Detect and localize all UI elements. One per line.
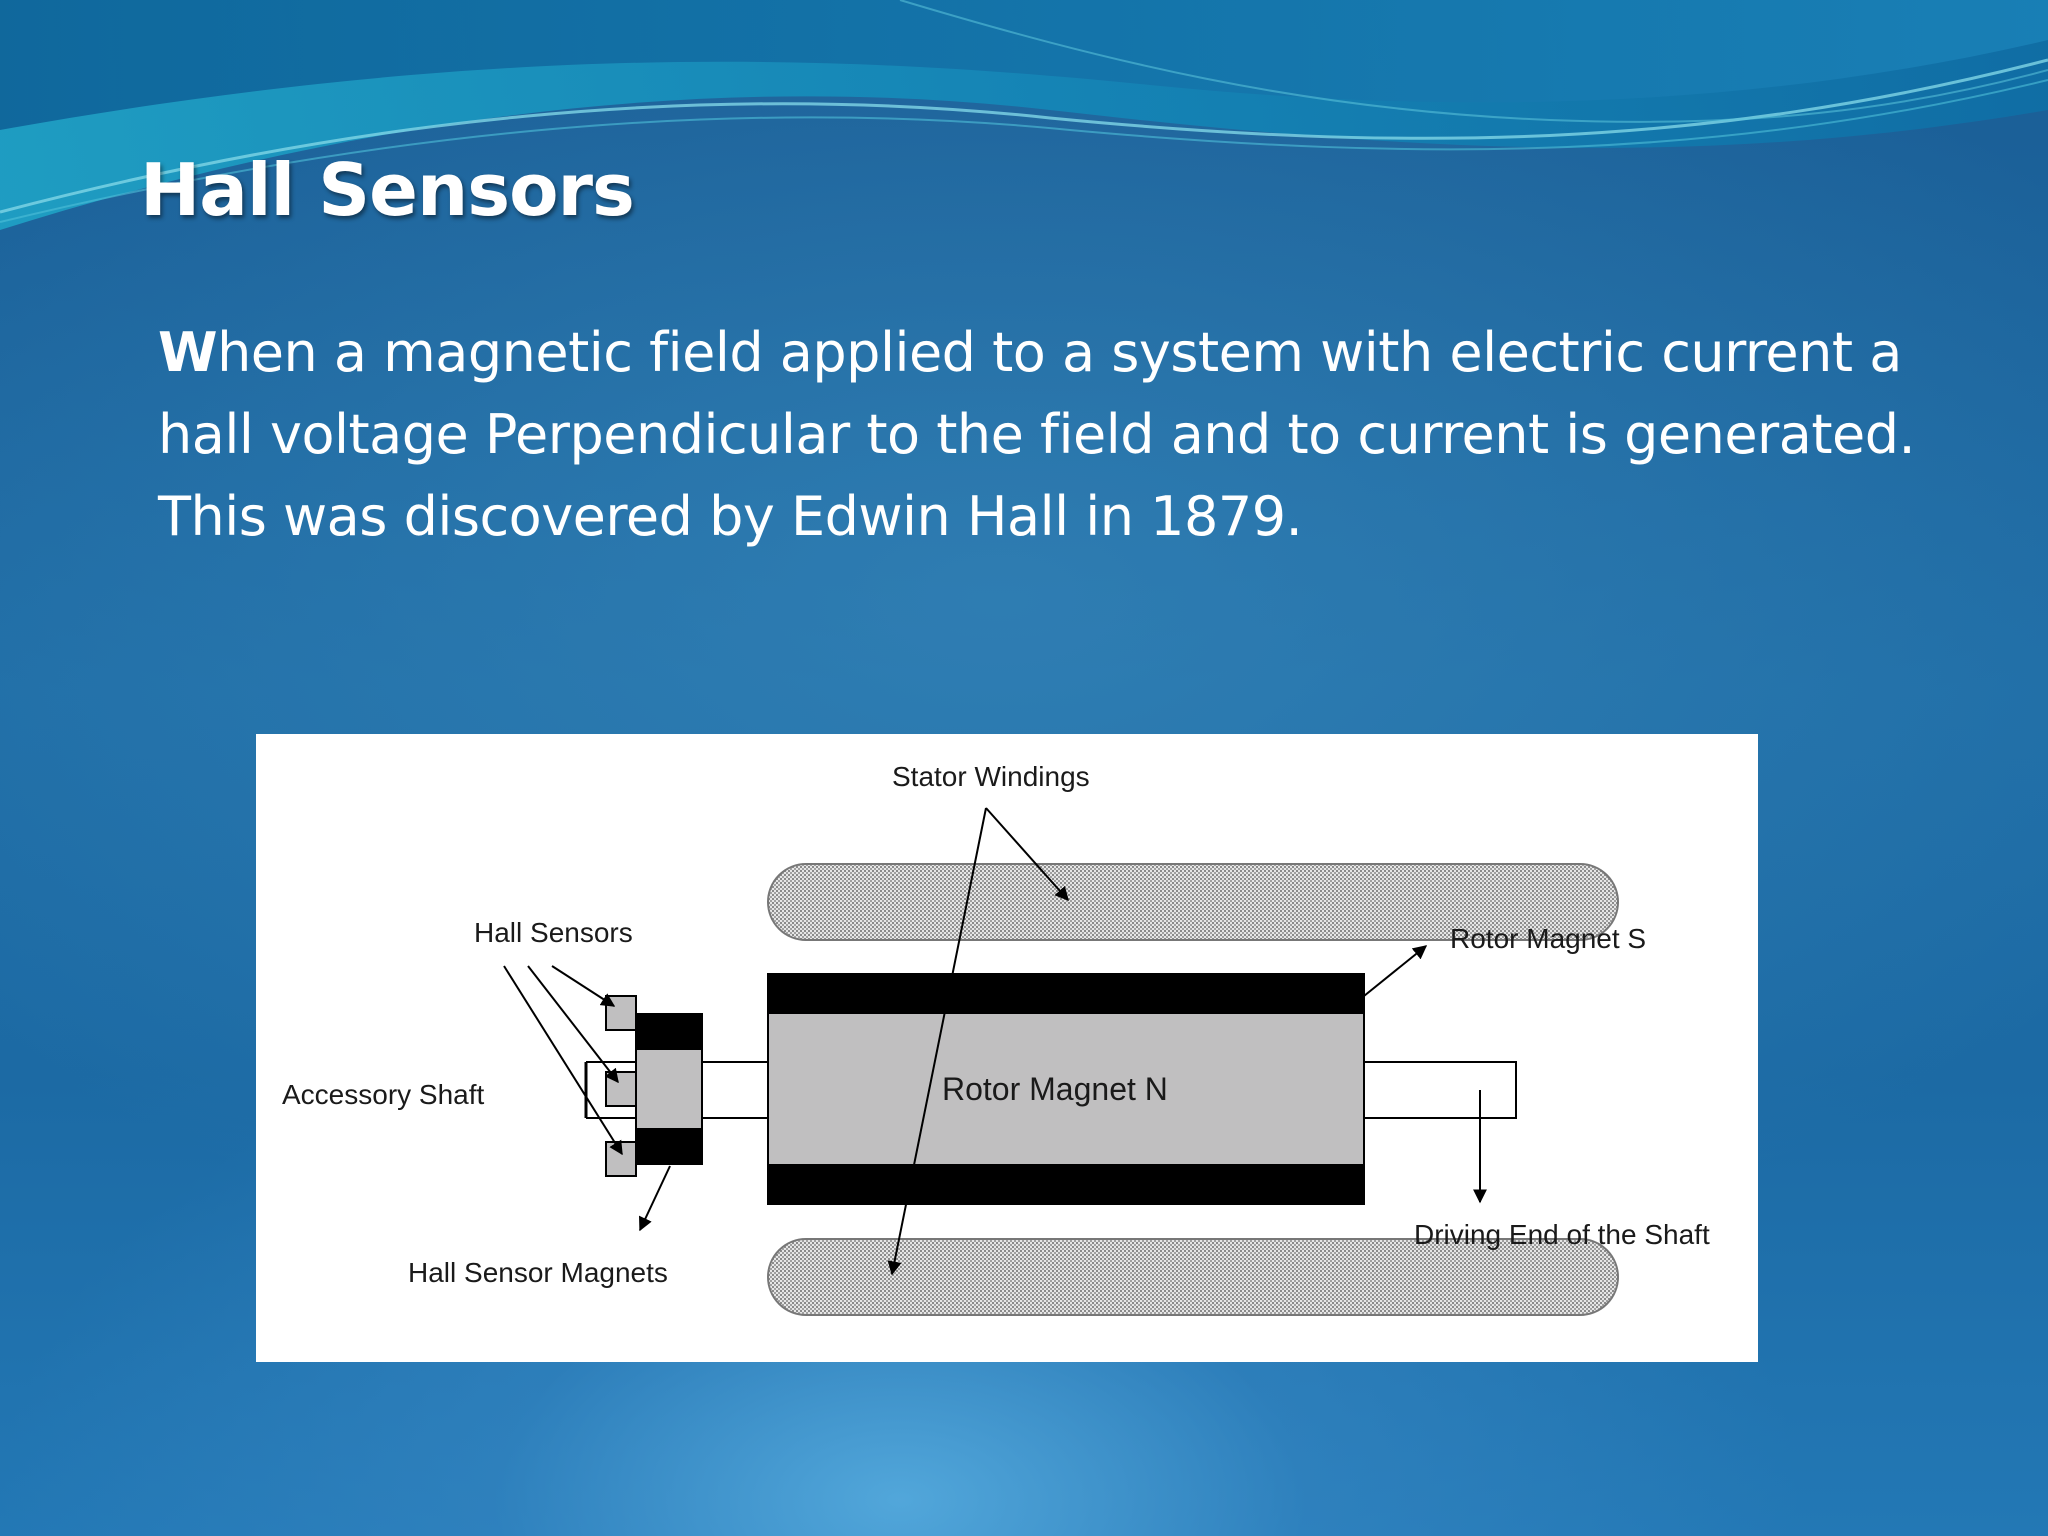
body-line-3: This was discovered by Edwin Hall in 187… [158,485,1303,548]
body-line-1: When a magnetic field applied to a syste… [158,312,2018,394]
stator-winding-top [767,863,1619,941]
label-hall-sensors: Hall Sensors [474,917,633,948]
arrow-rotor-s [1363,945,1428,997]
hall-sensor-2 [605,1071,637,1107]
arrow-stator-bottom [887,807,987,1276]
shaft-segment [701,1061,773,1119]
label-driving-end: Driving End of the Shaft [1414,1219,1710,1250]
sensor-magnet-top [636,1014,702,1050]
motor-diagram: Stator Windings Hall Sensors Rotor Magne… [256,734,1758,1362]
hall-sensor-3 [605,1141,637,1177]
label-rotor-magnet-n: Rotor Magnet N [942,1071,1168,1107]
arrow-hall-sensor-3 [503,965,623,1156]
label-hall-sensor-magnets: Hall Sensor Magnets [408,1257,668,1288]
header-wave-decoration [0,0,2048,230]
body-line-1-text: hen a magnetic field applied to a system… [217,321,1902,384]
rotor-band-bottom [768,1164,1364,1204]
stator-winding-bottom [767,1238,1619,1316]
rotor-band-top [768,974,1364,1014]
body-line-2: hall voltage Perpendicular to the field … [158,403,1916,466]
motor-diagram-svg: Stator Windings Hall Sensors Rotor Magne… [282,761,1710,1316]
label-stator-windings: Stator Windings [892,761,1090,792]
label-accessory-shaft: Accessory Shaft [282,1079,485,1110]
driving-shaft [1363,1061,1517,1119]
sensor-magnet-bottom [636,1128,702,1164]
arrow-hall-sensor-1 [551,965,616,1007]
arrow-stator-top [985,807,1069,902]
hall-sensor-1 [605,995,637,1031]
slide-title: Hall Sensors [140,148,635,232]
label-rotor-magnet-s: Rotor Magnet S [1450,923,1646,954]
arrow-hall-sensor-2 [527,965,619,1084]
body-paragraph: When a magnetic field applied to a syste… [158,312,2018,558]
arrow-sensor-magnets [639,1165,671,1232]
body-lead-letter: W [158,321,218,384]
